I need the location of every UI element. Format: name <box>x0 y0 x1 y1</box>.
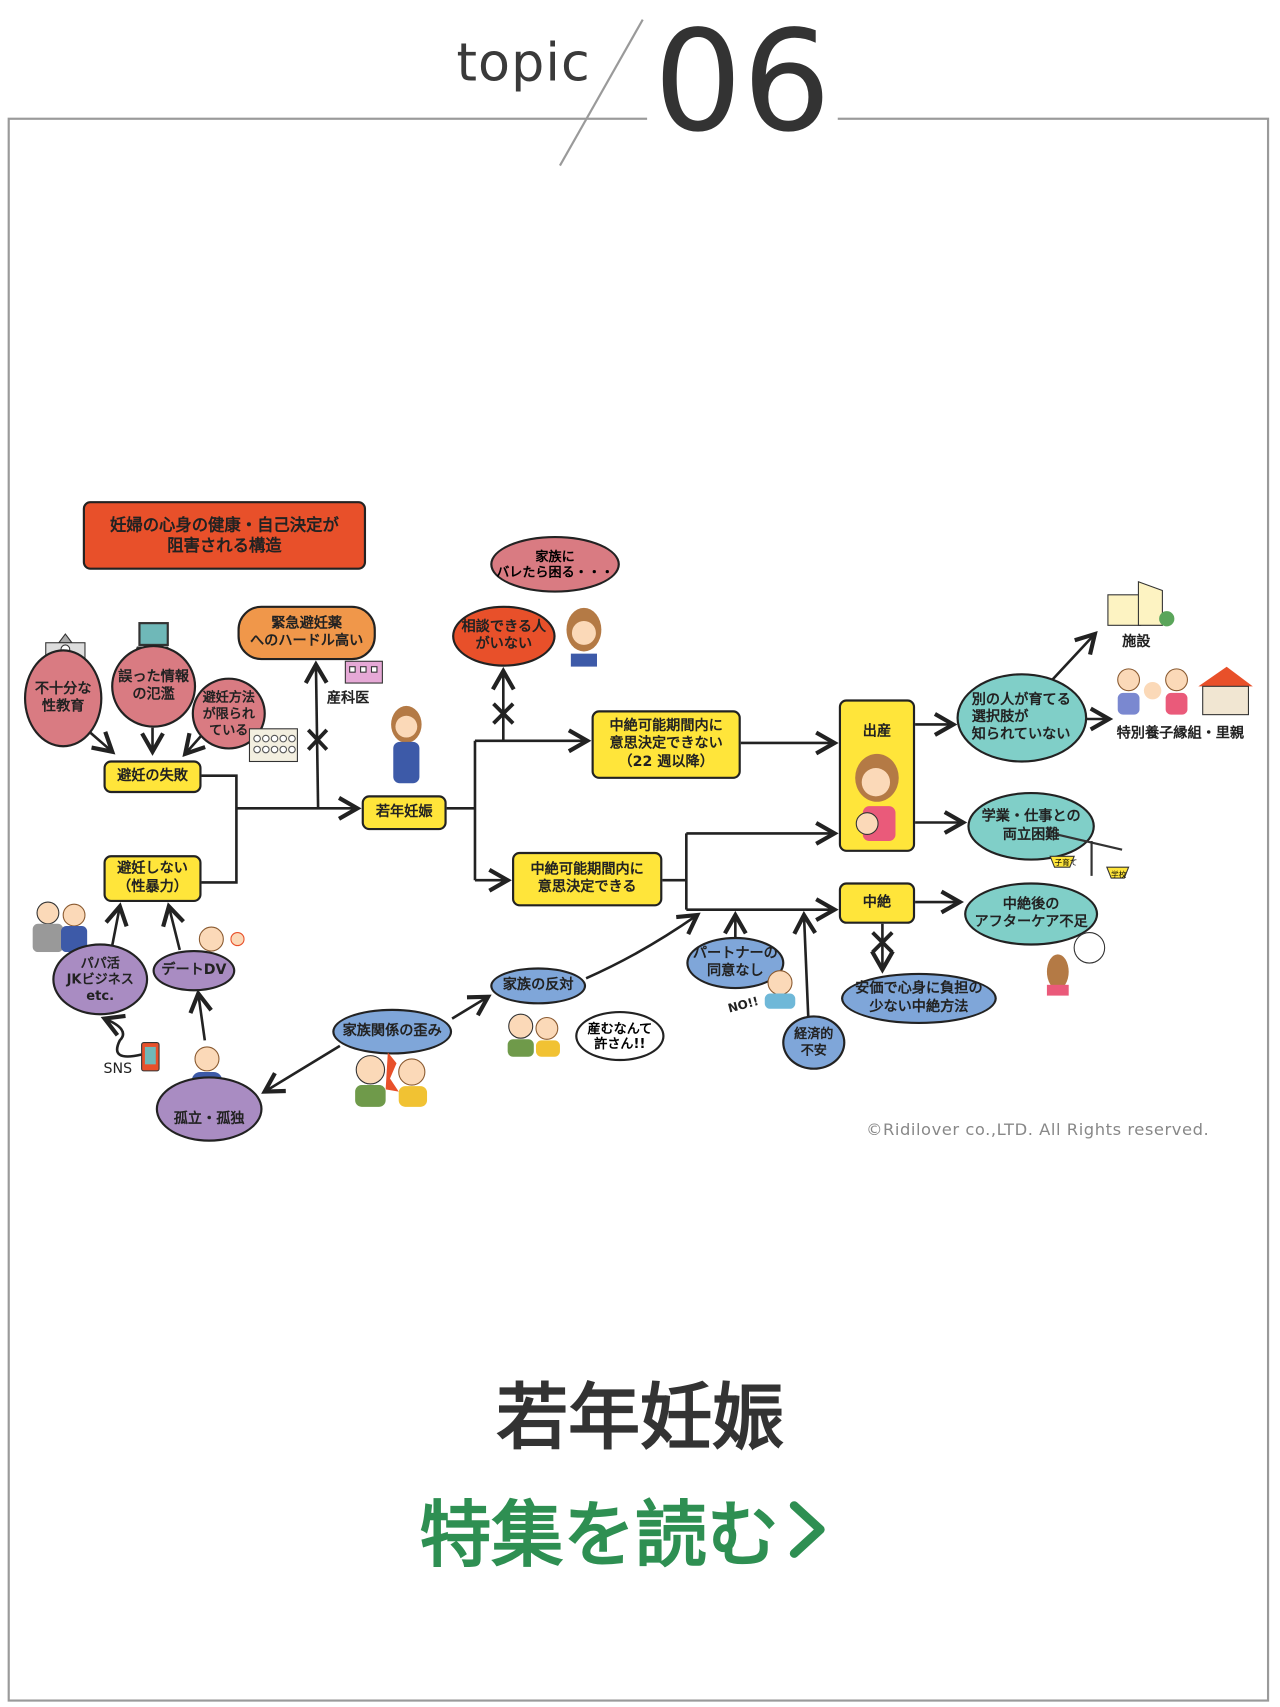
thought-bubble-family: 家族に バレたら困る・・・ <box>490 535 620 593</box>
label-sns: SNS <box>103 1061 133 1078</box>
node-no-contraception: 避妊しない （性暴力） <box>103 855 202 903</box>
feature-title: 若年妊娠 <box>496 1375 784 1460</box>
speech-family-quote: 産むなんて 許さん!! <box>575 1010 665 1062</box>
scale-school-label: 学校 <box>1111 869 1127 879</box>
label-facility: 施設 <box>1122 634 1151 651</box>
label-obgyn: 産科医 <box>326 690 370 708</box>
node-safe-abortion: 安価で心身に負担の 少ない中絶方法 <box>841 972 997 1025</box>
node-insufficient-education: 不十分な 性教育 <box>23 649 103 748</box>
node-date-dv: デートDV <box>152 949 236 992</box>
node-misinformation: 誤った情報 の氾濫 <box>111 644 197 728</box>
facility-icon <box>1107 580 1175 627</box>
topic-label: topic <box>452 32 596 94</box>
arguing-couple-icon <box>355 1052 428 1107</box>
scale-childcare-label: 子育て <box>1055 857 1078 867</box>
worried-girl-icon <box>566 607 602 667</box>
node-can-decide: 中絶可能期間内に 意思決定できる <box>512 851 663 907</box>
node-aftercare: 中絶後の アフターケア不足 <box>964 882 1099 946</box>
node-economic-anxiety: 経済的 不安 <box>782 1015 846 1070</box>
older-man-girl-icon <box>32 901 88 953</box>
read-feature-link[interactable]: 特集を読む <box>419 1477 829 1582</box>
pill-pack-icon <box>248 728 298 763</box>
node-cannot-decide: 中絶可能期間内に 意思決定できない （22 週以降） <box>591 710 741 779</box>
node-isolation: 孤立・孤独 <box>155 1076 263 1142</box>
dv-victim-icon <box>198 926 245 952</box>
foster-family-icon <box>1117 666 1253 716</box>
diagram-heading: 妊婦の心身の健康・自己決定が 阻害される構造 <box>82 501 367 570</box>
card-frame <box>7 117 1270 1702</box>
read-feature-label: 特集を読む <box>419 1493 779 1578</box>
hospital-icon <box>344 660 383 684</box>
node-teen-pregnancy: 若年妊娠 <box>361 795 447 831</box>
node-no-one-to-consult: 相談できる人 がいない <box>452 605 556 667</box>
node-papakatsu: パパ活 JKビジネス etc. <box>52 943 149 1016</box>
birth-label: 出産 <box>862 723 892 740</box>
mother-baby-icon <box>855 753 899 842</box>
schoolgirl-icon <box>391 705 422 784</box>
angry-parents-icon <box>507 1013 560 1057</box>
chevron-right-icon <box>789 1501 825 1558</box>
copyright: ©Ridilover co.,LTD. All Rights reserved. <box>866 1119 1210 1140</box>
node-family-opposition: 家族の反対 <box>490 967 587 1005</box>
node-contraception-failure: 避妊の失敗 <box>103 760 202 794</box>
node-family-distortion: 家族関係の歪み <box>332 1008 453 1055</box>
node-school-work: 学業・仕事との 両立困難 <box>967 791 1095 861</box>
grieving-woman-icon <box>1046 931 1106 996</box>
topic-number: 06 <box>647 13 838 153</box>
node-abortion: 中絶 <box>838 882 916 924</box>
slash-divider <box>559 19 644 167</box>
node-options-unknown: 別の人が育てる 選択肢が 知られていない <box>956 673 1088 763</box>
label-adoption: 特別養子縁組・里親 <box>1116 725 1245 742</box>
smartphone-icon <box>141 1042 160 1072</box>
refusing-man-icon <box>764 970 796 1009</box>
node-emergency-contraception: 緊急避妊薬 へのハードル高い <box>237 605 376 661</box>
